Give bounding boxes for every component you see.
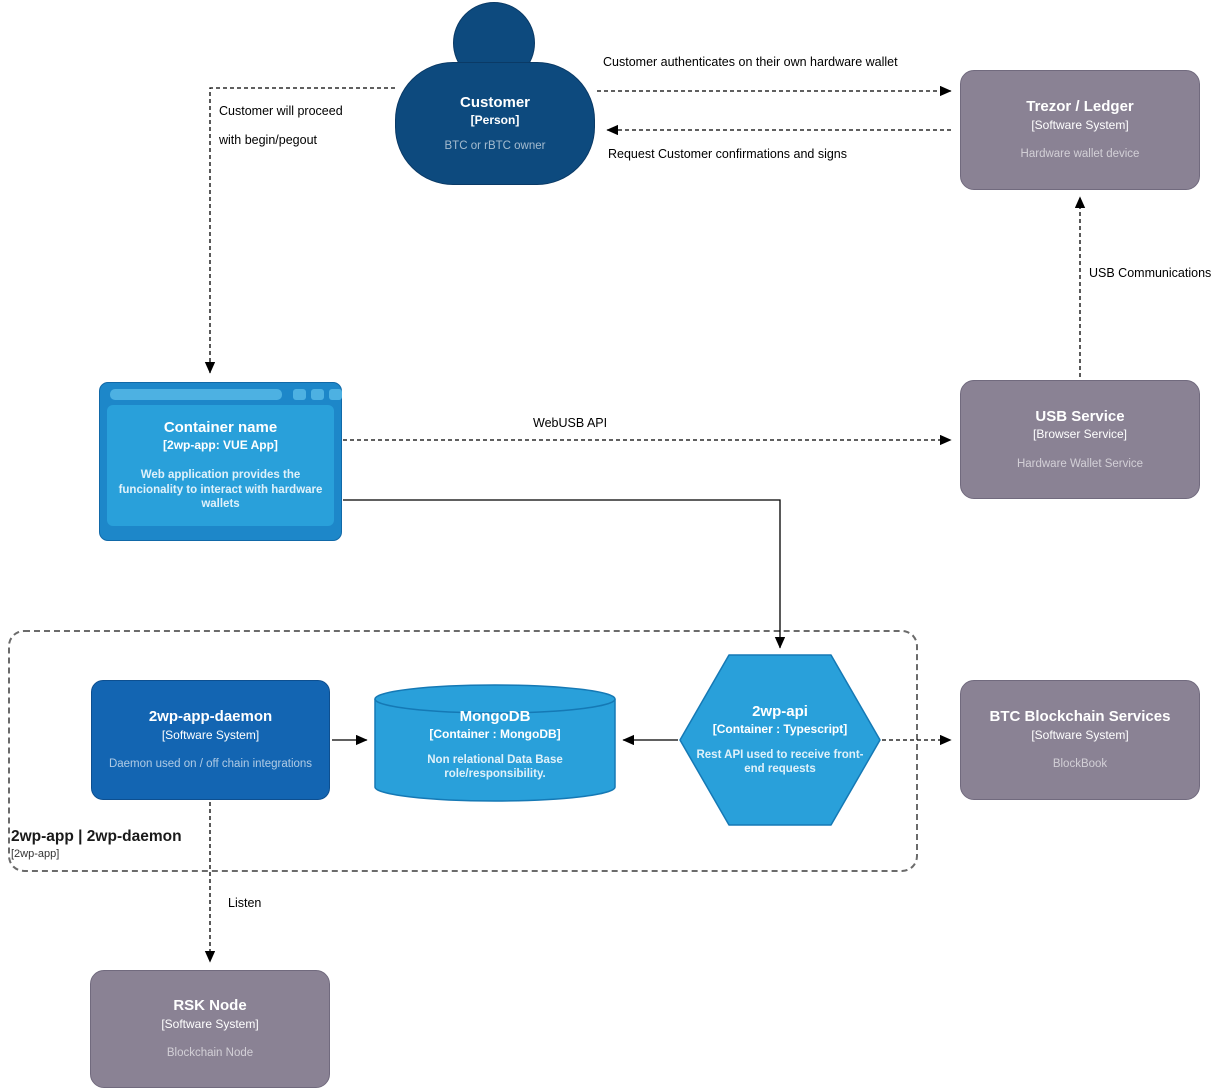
browser-window-button-icon xyxy=(311,389,324,400)
node-usb-service: USB Service [Browser Service] Hardware W… xyxy=(960,380,1200,499)
node-subtitle: [Software System] xyxy=(161,727,260,742)
node-webapp-container: Container name [2wp-app: VUE App] Web ap… xyxy=(99,382,342,541)
node-title: RSK Node xyxy=(173,997,247,1015)
node-subtitle: [Person] xyxy=(470,113,520,128)
node-description: BTC or rBTC owner xyxy=(444,139,546,152)
node-subtitle: [Software System] xyxy=(1031,727,1129,742)
node-subtitle: [Software System] xyxy=(161,1016,259,1031)
mongodb-cylinder-icon xyxy=(374,684,616,802)
node-description: Hardware Wallet Service xyxy=(1016,457,1144,470)
node-title: BTC Blockchain Services xyxy=(989,708,1171,726)
node-title: Container name xyxy=(163,418,278,436)
node-description: BlockBook xyxy=(1052,758,1108,770)
node-trezor-ledger: Trezor / Ledger [Software System] Hardwa… xyxy=(960,70,1200,190)
node-description: Daemon used on / off chain integrations xyxy=(108,758,313,770)
node-subtitle: [Software System] xyxy=(1031,117,1129,132)
node-rsk-node: RSK Node [Software System] Blockchain No… xyxy=(90,970,330,1088)
browser-window-button-icon xyxy=(329,389,342,400)
node-title: 2wp-app-daemon xyxy=(148,708,273,726)
node-2wp-app-daemon: 2wp-app-daemon [Software System] Daemon … xyxy=(91,680,330,800)
browser-content-panel: Container name [2wp-app: VUE App] Web ap… xyxy=(107,405,334,526)
edge-label-authenticates: Customer authenticates on their own hard… xyxy=(601,55,900,69)
node-description: Blockchain Node xyxy=(166,1047,254,1059)
node-title: Trezor / Ledger xyxy=(1026,98,1134,116)
node-subtitle: [2wp-app: VUE App] xyxy=(163,438,278,453)
browser-address-bar-icon xyxy=(110,389,282,400)
edge-customer-to-webapp xyxy=(204,87,395,374)
node-description: Web application provides the funcionalit… xyxy=(118,468,323,511)
boundary-title: 2wp-app | 2wp-daemon xyxy=(11,828,182,845)
node-title: Customer xyxy=(459,93,530,111)
edge-label-usb-communications: USB Communications xyxy=(1087,266,1211,280)
2wp-api-hexagon-icon xyxy=(679,654,881,826)
edge-label-proceed-line2: with begin/pegout xyxy=(217,133,319,147)
node-description: Hardware wallet device xyxy=(1020,148,1140,160)
node-btc-blockchain-services: BTC Blockchain Services [Software System… xyxy=(960,680,1200,800)
edge-label-webusb-api: WebUSB API xyxy=(531,416,610,430)
edge-label-proceed-line1: Customer will proceed xyxy=(217,104,345,118)
node-subtitle: [Browser Service] xyxy=(1032,427,1128,442)
edge-webapp-to-api xyxy=(343,499,786,649)
node-title: USB Service xyxy=(1035,407,1125,425)
boundary-2wp-app xyxy=(8,630,918,872)
browser-window-button-icon xyxy=(293,389,306,400)
edge-label-request-confirmations: Request Customer confirmations and signs xyxy=(606,147,850,161)
boundary-subtitle: [2wp-app] xyxy=(11,848,60,860)
node-customer: Customer [Person] BTC or rBTC owner xyxy=(395,62,595,185)
edge-label-listen: Listen xyxy=(226,896,264,910)
